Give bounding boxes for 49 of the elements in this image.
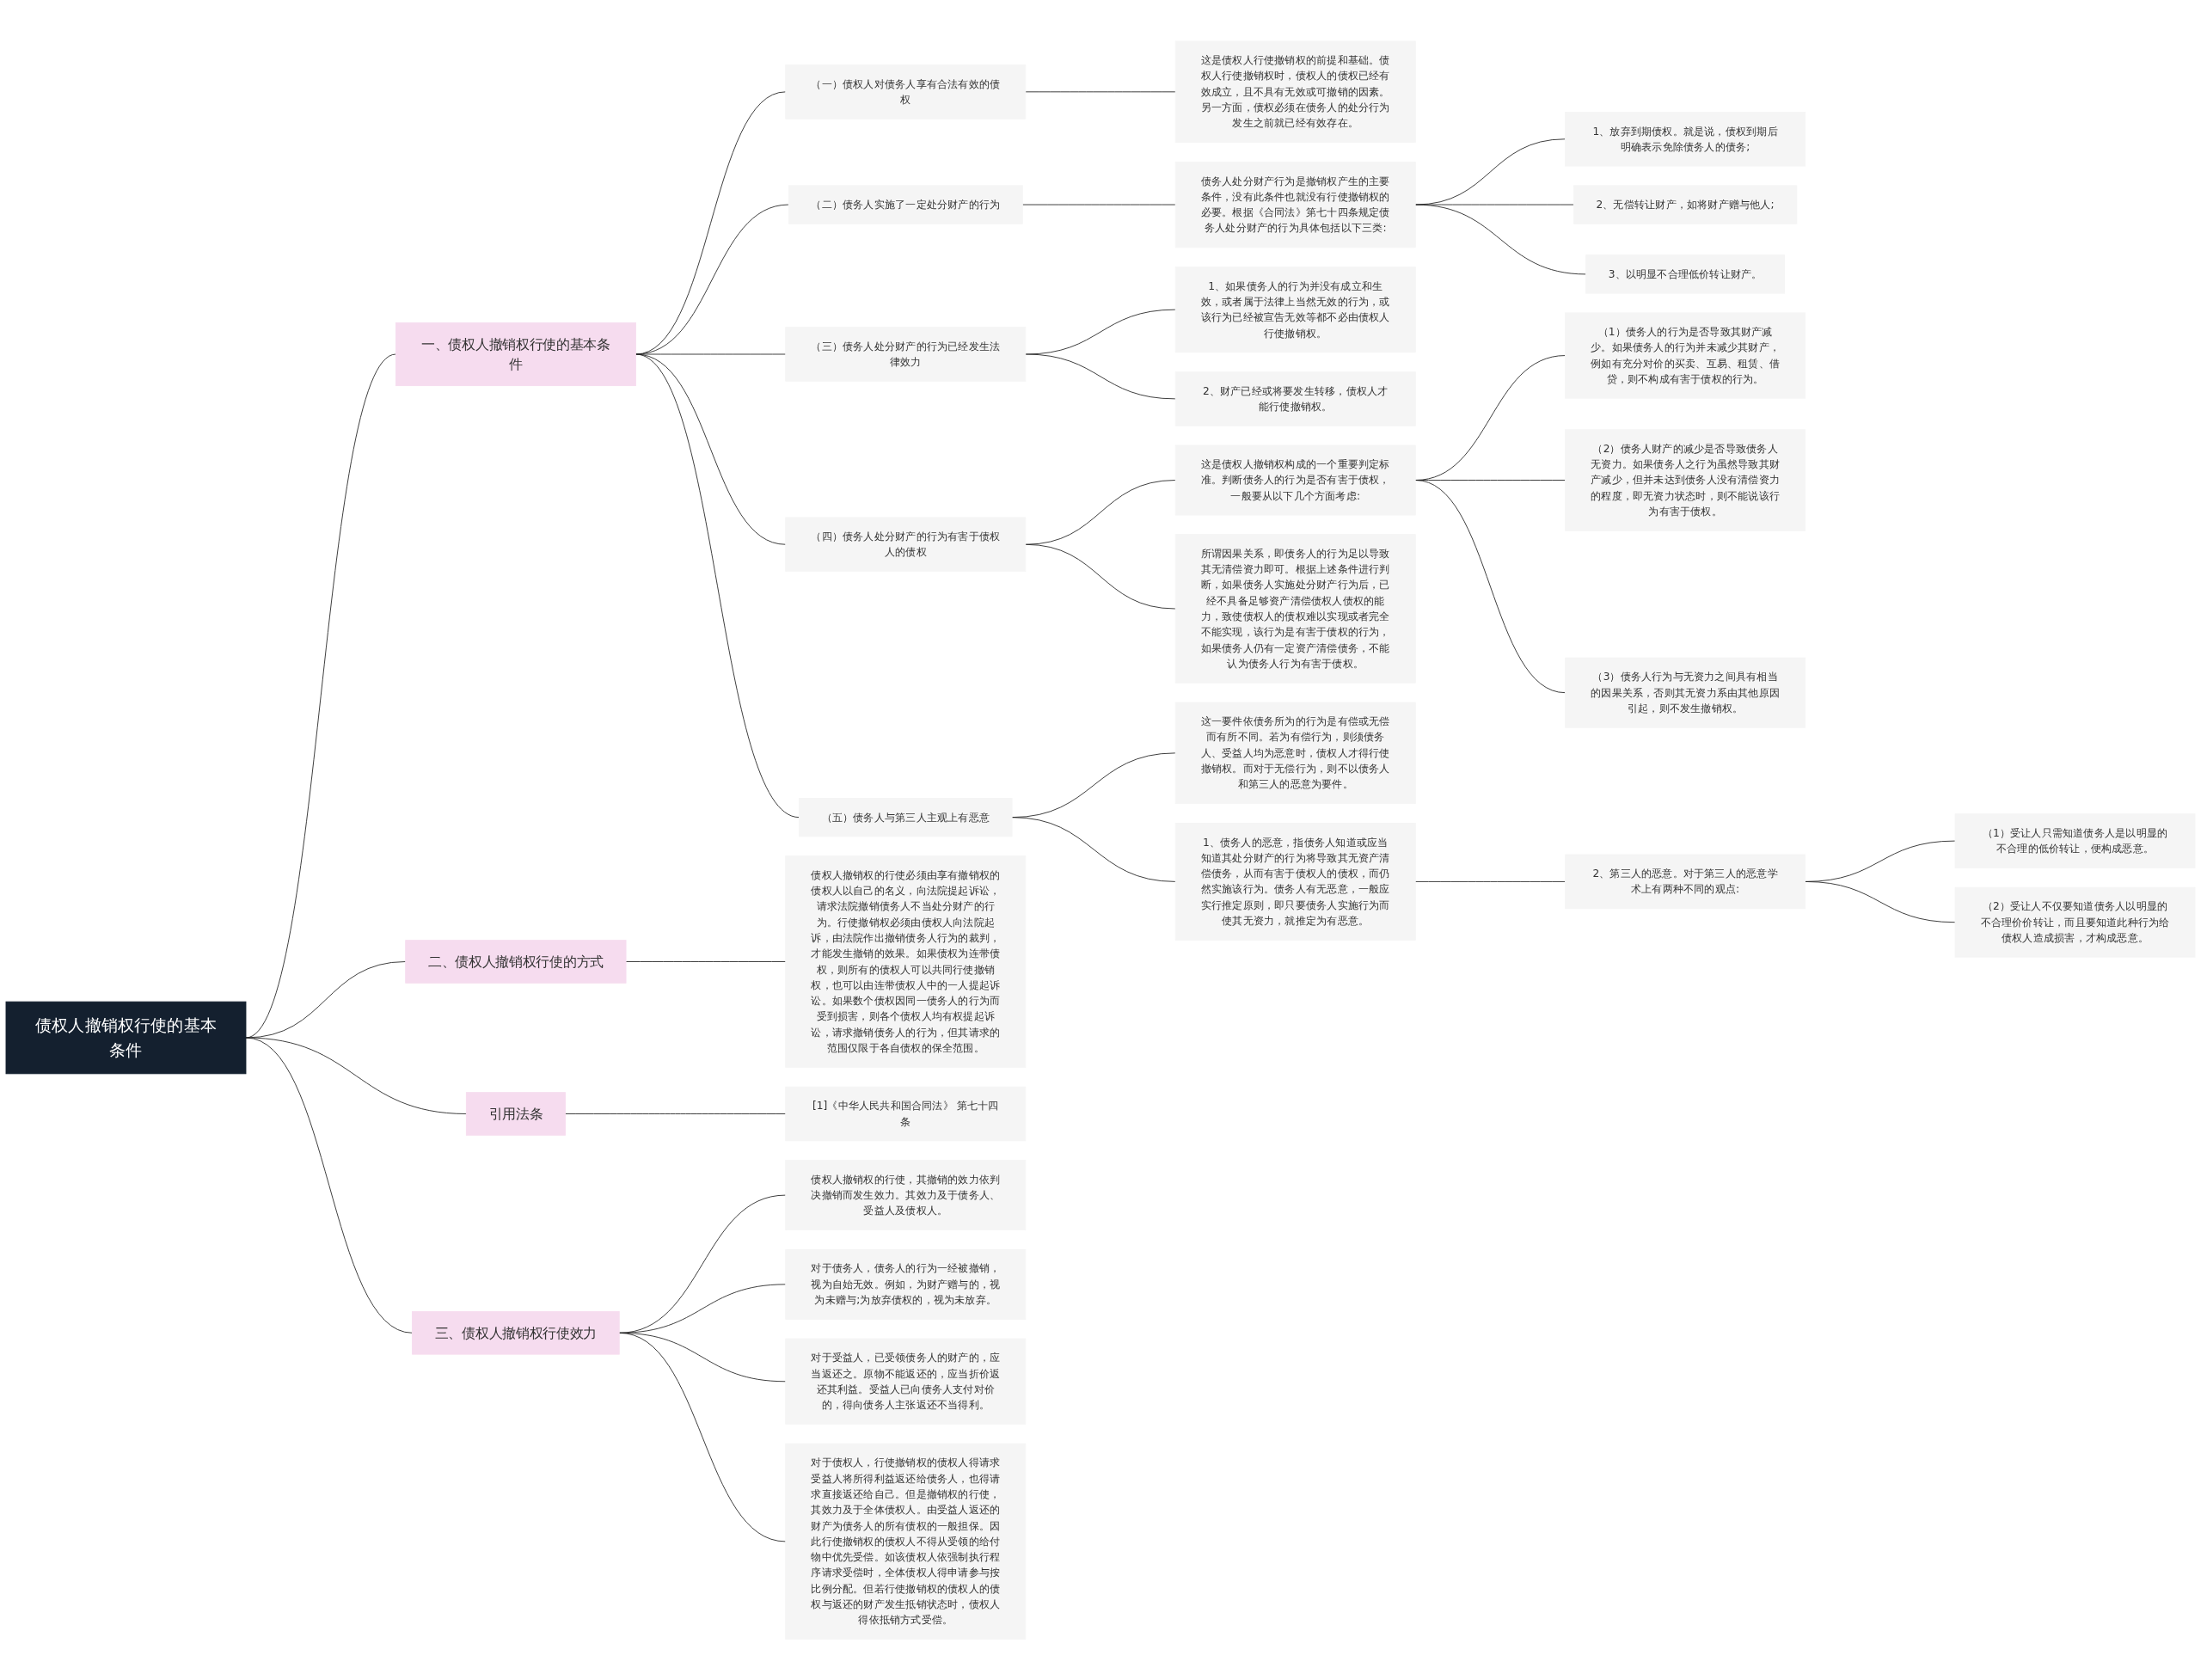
node-box: 债权人撤销权的行使，其撤销的效力依判决撤销而发生效力。其效力及于债务人、受益人及债权人。 <box>785 1159 1027 1230</box>
connector <box>565 1113 787 1114</box>
node-box: 这是债权人行使撤销权的前提和基础。债权人行使撤销权时，债权人的债权已经有效成立，且不具有无效或可撤销的因素。另一方面，债权必须在债务人的处分行为发生之前就已经有效存在。 <box>1174 40 1416 143</box>
node-box: 1、放弃到期债权。就是说，债权到期后明确表示免除债务人的债务; <box>1565 111 1806 167</box>
node-box: 这一要件依债务所为的行为是有偿或无偿而有所不同。若为有偿行为，则须债务人、受益人均为恶意时，债权人才得行使撤销权。而对于无偿行为，则不以债务人和第三人的恶意为要件。 <box>1174 702 1416 804</box>
node-box: 一、债权人撤销权行使的基本条件 <box>395 322 636 386</box>
connector <box>618 1194 787 1334</box>
connector <box>1414 479 1566 693</box>
connector <box>635 353 800 818</box>
node-box: （四）债务人处分财产的行为有害于债权人的债权 <box>785 517 1027 572</box>
connector <box>245 1037 467 1114</box>
connector <box>245 1037 413 1334</box>
node-box: 引用法条 <box>465 1091 566 1136</box>
node-box: 对于债权人，行使撤销权的债权人得请求受益人将所得利益返还给债务人，也得请求直接返还给自己。但是撤销权的行使，其效力及于全体债权人。由受益人返还的财产为债务人的所有债权的一般担保。因此行使撤销权的债权人不得从受领的给付物中优先受偿。如该债权人依强制执行程序请求受偿时，全体债权人得申请参与按比例分配。但若行使撤销权的债权人的债权与返还的财产发生抵销状态时，债权人得依抵销方式受偿。 <box>785 1443 1027 1640</box>
node-box: 3、以明显不合理低价转让财产。 <box>1585 254 1786 294</box>
node-box: 1、如果债务人的行为并没有成立和生效，或者属于法律上当然无效的行为，或该行为已经被宣告无效等都不必由债权人行使撤销权。 <box>1174 266 1416 353</box>
connector <box>1025 353 1176 399</box>
node-box: 债务人处分财产行为是撤销权产生的主要条件，没有此条件也就没有行使撤销权的必要。根据《合同法》第七十四条规定债务人处分财产的行为具体包括以下三类: <box>1174 161 1416 248</box>
node-box: 1、债务人的恶意，指债务人知道或应当知道其处分财产的行为将导致其无资产清偿债务，从而有害于债权人的债权，而仍然实施该行为。债务人有无恶意，一般应实行推定原则，即只要债务人实施行为而使其无资力，就推定为有恶意。 <box>1174 822 1416 941</box>
connector <box>1414 204 1587 274</box>
connector <box>635 353 787 545</box>
node-box: 对于受益人，已受领债务人的财产的，应当返还之。原物不能返还的，应当折价返还其利益。受益人已向债务人支付对价的，得向债务人主张返还不当得利。 <box>785 1338 1027 1425</box>
node-box: 二、债权人撤销权行使的方式 <box>405 939 627 984</box>
connector <box>1011 816 1176 882</box>
node-box: 这是债权人撤销权构成的一个重要判定标准。判断债务人的行为是否有害于债权，一般要从以下几个方面考虑: <box>1174 445 1416 516</box>
node-box: （2）受让人不仅要知道债务人以明显的不合理价价转让，而且要知道此种行为给债权人造成损害，才构成恶意。 <box>1954 886 2196 958</box>
connector <box>1025 479 1176 545</box>
node-box: [1]《中华人民共和国合同法》 第七十四条 <box>785 1086 1027 1141</box>
node-box: 债权人撤销权的行使必须由享有撤销权的债权人以自己的名义，向法院提起诉讼，请求法院撤销债务人不当处分财产的行为。行使撤销权必须由债权人向法院起诉，由法院作出撤销债务人行为的裁判，才能发生撤销的效果。如果债权为连带债权，则所有的债权人可以共同行使撤销权，也可以由连带债权人中的一人提起诉讼。如果数个债权因同一债务人的行为而受到损害，则各个债权人均有权提起诉讼，请求撤销债务人的行为，但其请求的范围仅限于各自债权的保全范围。 <box>785 855 1027 1068</box>
node-box: 三、债权人撤销权行使效力 <box>412 1310 620 1355</box>
node-box: 2、无偿转让财产，如将财产赠与他人; <box>1573 185 1798 224</box>
node-box: （三）债务人处分财产的行为已经发生法律效力 <box>785 326 1027 382</box>
node-box: （一）债权人对债务人享有合法有效的债权 <box>785 64 1027 120</box>
connector <box>1414 880 1566 882</box>
node-box: （1）债务人的行为是否导致其财产减少。如果债务人的行为并未减少其财产，例如有充分对价的买卖、互易、租赁、借贷，则不构成有害于债权的行为。 <box>1565 312 1806 399</box>
node-box: 债权人撤销权行使的基本条件 <box>5 1001 247 1074</box>
node-box: （3）债务人行为与无资力之间具有相当的因果关系，否则其无资力系由其他原因引起，则不发生撤销权。 <box>1565 657 1806 728</box>
node-box: 2、财产已经或将要发生转移，债权人才能行使撤销权。 <box>1174 371 1416 426</box>
connector <box>1805 880 1956 923</box>
node-box: 对于债务人，债务人的行为一经被撤销，视为自始无效。例如，为财产赠与的，视为未赠与;为放弃债权的，视为未放弃。 <box>785 1248 1027 1320</box>
node-box: 2、第三人的恶意。对于第三人的恶意学术上有两种不同的观点: <box>1565 854 1806 909</box>
node-box: （1）受让人只需知道债务人是以明显的不合理的低价转让，便构成恶意。 <box>1954 812 2196 868</box>
node-box: （二）债务人实施了一定处分财产的行为 <box>788 185 1023 224</box>
connector <box>618 1332 787 1542</box>
connector <box>625 960 787 962</box>
node-box: （五）债务人与第三人主观上有恶意 <box>799 797 1013 837</box>
node-box: 所谓因果关系，即债务人的行为足以导致其无清偿资力即可。根据上述条件进行判断，如果债务人实施处分财产行为后，已经不具备足够资产清偿债权人债权的能力，致使债权人的债权难以实现或者完全不能实现，该行为是有害于债权的行为，如果债务人仍有一定资产清偿债务，不能认为债务人行为有害于债权。 <box>1174 533 1416 684</box>
node-box: （2）债务人财产的减少是否导致债务人无资力。如果债务人之行为虽然导致其财产减少，但并未达到债务人没有清偿资力的程度，即无资力状态时，则不能说该行为有害于债权。 <box>1565 428 1806 531</box>
connector <box>1025 543 1176 610</box>
